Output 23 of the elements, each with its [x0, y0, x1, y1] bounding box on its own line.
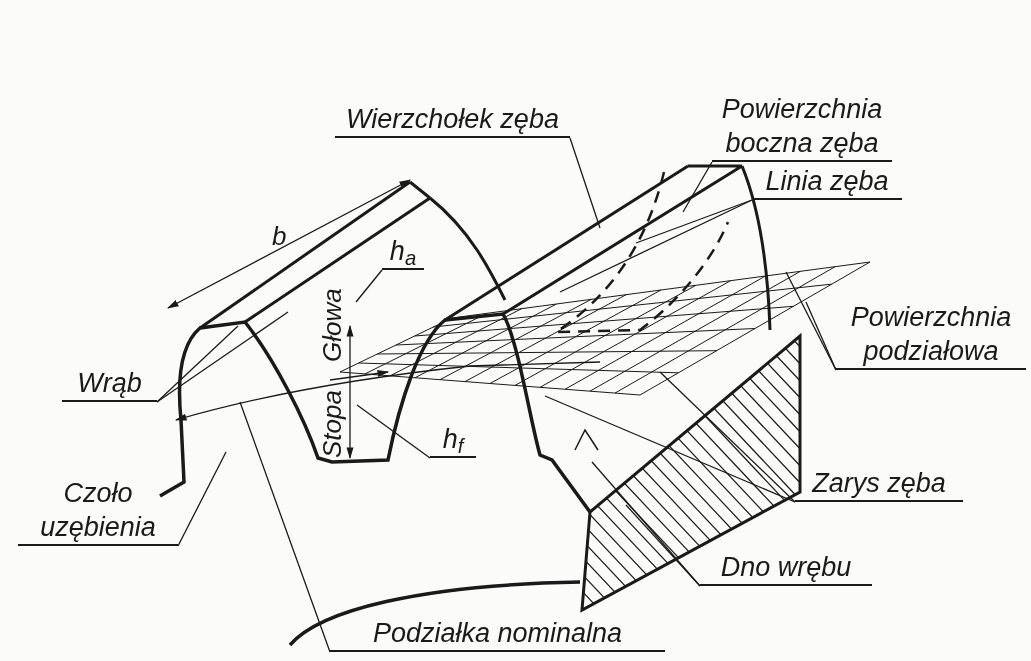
leader-line: [544, 395, 796, 503]
part-label: Wrąb: [62, 366, 157, 402]
leader-line: [635, 199, 753, 244]
leader-line: [591, 461, 701, 587]
part-label: Powierzchnia boczna zęba: [712, 60, 892, 162]
leader-line: [356, 404, 431, 459]
part-label: Wierzchołek zęba: [335, 100, 570, 138]
leader-line: [177, 451, 227, 547]
leader-line: [569, 137, 601, 229]
part-label: Podziałka nominalna: [330, 614, 665, 652]
dimension-label: Stopa: [318, 390, 346, 458]
leader-line: [239, 401, 331, 653]
leader-line: [659, 371, 796, 503]
dimension-label: Głowa: [318, 288, 346, 362]
dimension-label: b: [272, 222, 287, 250]
leader-line: [785, 271, 837, 371]
leader-line: [355, 269, 383, 303]
part-label: Linia zęba: [752, 162, 902, 200]
part-label: Czoło uzębienia: [18, 464, 178, 546]
leader-line: [682, 161, 713, 213]
leader-line: [805, 301, 837, 371]
leader-line: [559, 199, 753, 293]
leader-line: [156, 311, 289, 403]
